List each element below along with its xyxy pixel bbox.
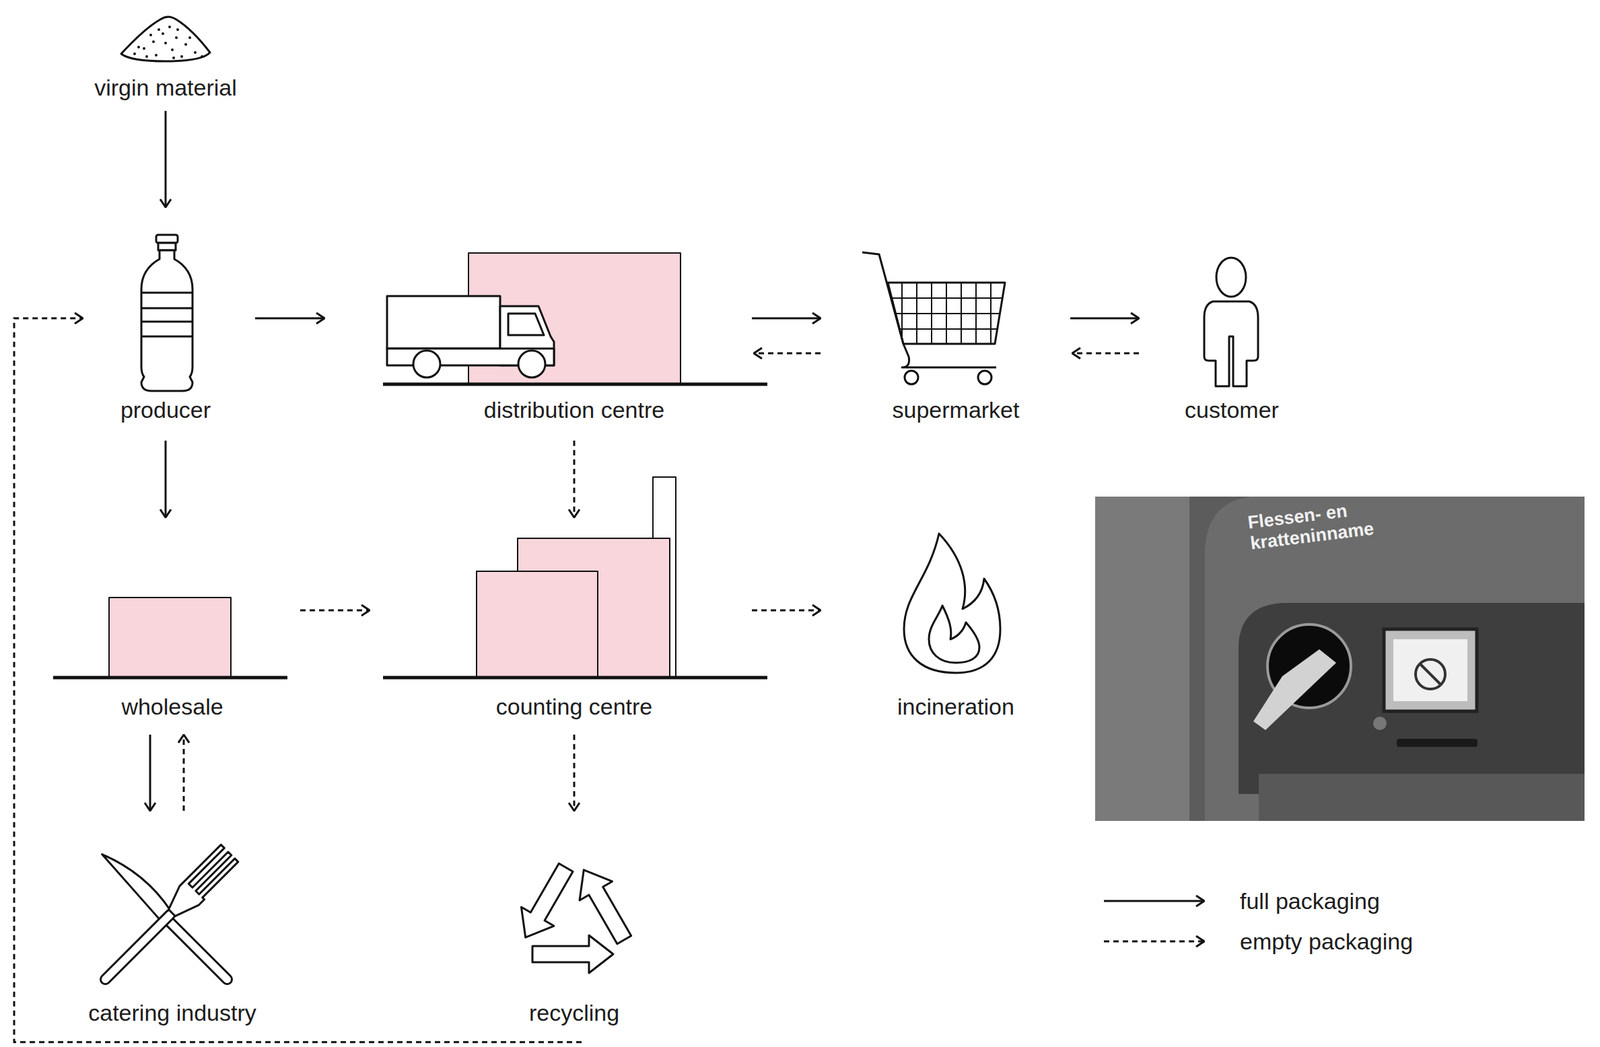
- flow-node: distribution centre: [398, 249, 750, 425]
- forbidden-sign: [1420, 664, 1441, 685]
- truck-wheel: [413, 350, 441, 378]
- legend-text: empty packaging: [1239, 928, 1413, 956]
- node-label: catering industry: [47, 999, 298, 1028]
- wholesale-building: [109, 597, 231, 678]
- node-label: distribution centre: [398, 396, 750, 425]
- node-label: recycling: [469, 999, 680, 1028]
- recycling-arrow: [532, 935, 614, 974]
- node-label: counting centre: [398, 693, 750, 721]
- cart-wheel: [978, 370, 992, 385]
- ground-line: [53, 676, 288, 680]
- fork: [92, 844, 240, 993]
- factory-hall: [476, 571, 598, 678]
- machine-base: [1258, 774, 1585, 822]
- recycling-arrow: [567, 860, 641, 950]
- flow-arrow: [183, 735, 186, 812]
- fork-head: [162, 844, 240, 923]
- cart-grid: [881, 282, 1010, 344]
- legend-line: [1103, 941, 1205, 944]
- flow-node: counting centre: [398, 521, 750, 721]
- node-label: wholesale: [47, 693, 298, 721]
- icons: [53, 16, 1259, 993]
- cart-wheel: [904, 370, 919, 385]
- recycling-symbol: [508, 858, 641, 974]
- flow-arrow: [164, 111, 167, 208]
- node-label: producer: [94, 396, 237, 425]
- truck-wheel: [518, 350, 546, 378]
- flow-arrow: [149, 735, 152, 812]
- flow-node: supermarket: [864, 245, 1048, 425]
- flame-inner: [928, 605, 980, 664]
- pile-grains: [134, 26, 202, 58]
- flow-node: wholesale: [47, 592, 298, 721]
- ground-line: [383, 676, 768, 680]
- photo: [1095, 496, 1585, 822]
- ground-line: [383, 383, 768, 387]
- machine-recess: [1238, 603, 1585, 795]
- material-pile: [121, 16, 211, 62]
- photo-ground: [1095, 496, 1585, 822]
- flow-arrow: [1070, 317, 1139, 320]
- flow-arrow: [753, 352, 821, 355]
- flow-arrow: [751, 317, 821, 320]
- node-label: customer: [1167, 396, 1297, 425]
- photo-bottle: [1253, 649, 1337, 731]
- truck-window: [508, 313, 544, 336]
- flow-arrow: [751, 609, 821, 612]
- flow-arrow: [164, 440, 167, 518]
- flow-node: customer: [1167, 249, 1297, 425]
- flow-arrow: [14, 318, 582, 1043]
- flow-arrow: [573, 735, 576, 812]
- flow-arrow: [1072, 352, 1139, 355]
- flow-arrow: [300, 609, 370, 612]
- flow-node: recycling: [469, 849, 680, 1028]
- flow-node: producer: [94, 232, 237, 425]
- flow-node: incineration: [871, 528, 1041, 721]
- truck-box: [387, 296, 501, 349]
- flow-node: catering industry: [47, 848, 298, 1028]
- flame-outer: [903, 533, 1001, 674]
- node-label: supermarket: [864, 396, 1048, 425]
- machine-screen: [1383, 629, 1477, 712]
- legend-text: full packaging: [1239, 887, 1380, 915]
- bottle-neck: [158, 242, 176, 251]
- knife-blade: [98, 846, 173, 921]
- receipt-slot: [1396, 739, 1478, 748]
- forbidden-sign: [1415, 659, 1446, 690]
- person-body: [1204, 301, 1259, 387]
- fork-handle: [98, 908, 178, 987]
- node-label: virgin material: [60, 74, 271, 102]
- flow-arrow: [255, 317, 325, 320]
- machine-button: [1373, 716, 1387, 731]
- bottle-cap: [156, 234, 178, 243]
- flow-arrow: [573, 440, 576, 518]
- flow-node: virgin material: [60, 12, 271, 102]
- bottle-body: [141, 250, 193, 392]
- photo-wall: [1095, 496, 1190, 822]
- screen-face: [1393, 639, 1468, 702]
- knife-handle: [160, 913, 235, 987]
- node-label: incineration: [871, 693, 1041, 721]
- person-head: [1216, 257, 1246, 297]
- legend-line: [1103, 900, 1205, 903]
- recycling-arrow: [508, 858, 582, 948]
- bottle-bands: [141, 292, 193, 337]
